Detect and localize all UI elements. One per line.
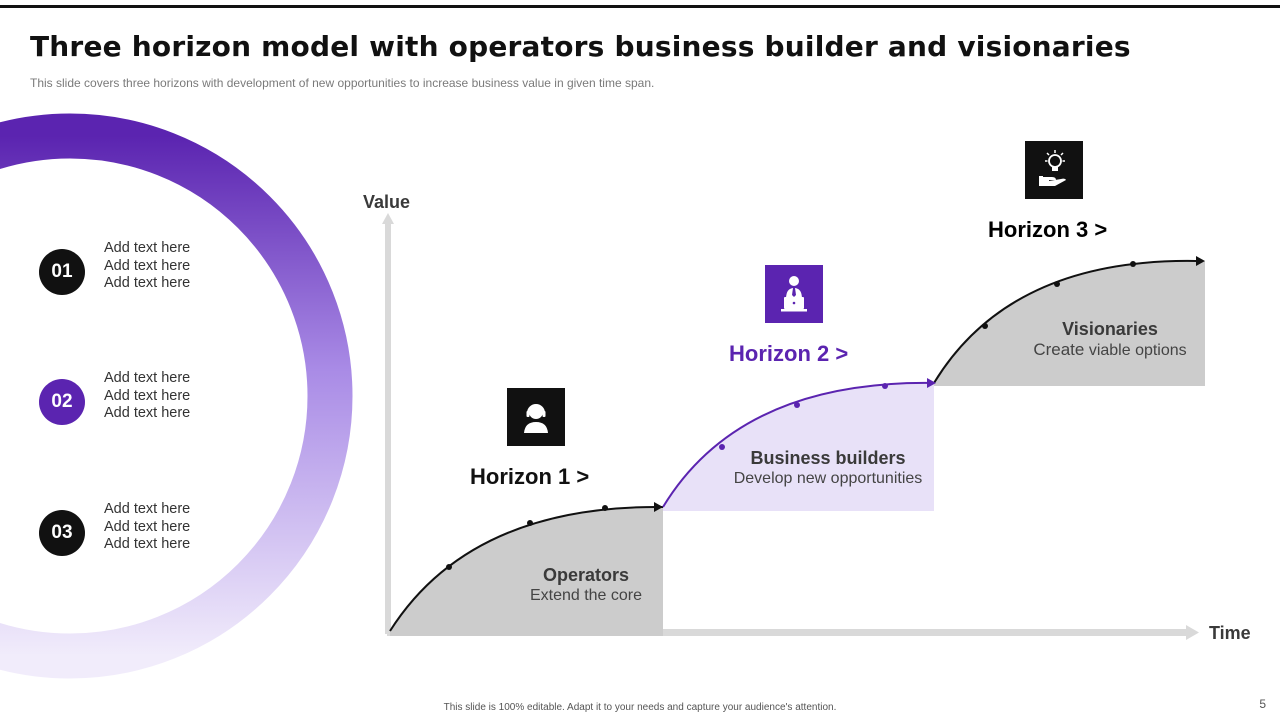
curve-dot [982, 323, 988, 329]
decorative-ring [0, 113, 353, 679]
horizon-1-desc: Extend the core [529, 587, 643, 604]
time-axis-label: Time [1209, 623, 1251, 643]
horizon-1-area [390, 506, 663, 636]
horizon-2-text: Business builders Develop new opportunit… [718, 447, 938, 489]
horizon-2-label: Horizon 2 > [729, 341, 849, 366]
curve-dot [527, 520, 533, 526]
horizon-1-text: Operators Extend the core [506, 564, 666, 606]
item-text-line: Add text here [104, 405, 191, 421]
slide-subtitle: This slide covers three horizons with de… [30, 76, 655, 90]
curve-dot [446, 564, 452, 570]
top-rule [0, 5, 1280, 8]
horizon-3-desc-lead: Create [1033, 340, 1085, 359]
horizon-3-text: Visionaries Create viable options [1020, 318, 1200, 361]
list-item-01: 01 Add text here Add text here Add text … [39, 240, 339, 300]
curve-dot [1130, 261, 1136, 267]
item-text-line: Add text here [104, 240, 191, 256]
horizon-3-icon-box [1025, 141, 1083, 199]
slide-footer: This slide is 100% editable. Adapt it to… [443, 702, 837, 713]
number-badge: 01 [39, 249, 85, 295]
horizon-3-name: Visionaries [1062, 319, 1158, 339]
horizon-1-arrowhead [654, 502, 663, 512]
businessman-laptop-icon [781, 276, 807, 312]
horizon-1-icon-box [507, 388, 565, 446]
curve-dot [602, 505, 608, 511]
item-text-line: Add text here [104, 257, 191, 274]
lightbulb-hand-icon [1039, 150, 1066, 186]
value-axis-label: Value [363, 192, 411, 212]
slide-title: Three horizon model with operators busin… [30, 30, 1131, 63]
horizon-3-label: Horizon 3 > [988, 217, 1108, 242]
horizon-2-desc: Develop new opportunities [733, 470, 923, 487]
number-badge: 03 [39, 510, 85, 556]
horizon-1-name: Operators [542, 565, 630, 585]
item-text-line: Add text here [104, 518, 191, 535]
time-axis [387, 625, 1199, 640]
horizon-3-arrowhead [1196, 256, 1205, 266]
horizon-3-area [934, 260, 1205, 386]
horizon-3-curve [933, 259, 1197, 384]
number-badge: 02 [39, 379, 85, 425]
curve-dot [1054, 281, 1060, 287]
horizon-2-name: Business builders [750, 448, 906, 468]
page-number: 5 [1259, 697, 1266, 711]
operator-headset-icon [524, 404, 548, 433]
horizon-2-area [663, 382, 934, 511]
horizon-2-arrowhead [927, 378, 936, 388]
item-text-line: Add text here [104, 370, 191, 386]
horizon-1-label: Horizon 1 > [470, 464, 590, 489]
horizon-2-icon-box [765, 265, 823, 323]
horizon-1-curve [389, 505, 664, 632]
curve-dot [794, 402, 800, 408]
item-text-line: Add text here [104, 501, 191, 517]
horizon-3-desc-rest: viable options [1088, 342, 1187, 359]
horizon-3-desc: Create viable options [1020, 340, 1200, 361]
list-item-03: 03 Add text here Add text here Add text … [39, 501, 339, 561]
item-text-line: Add text here [104, 275, 191, 291]
item-text-line: Add text here [104, 536, 191, 552]
curve-dot [882, 383, 888, 389]
item-text-line: Add text here [104, 387, 191, 404]
curve-dot [719, 444, 725, 450]
list-item-02: 02 Add text here Add text here Add text … [39, 370, 339, 430]
value-axis [382, 213, 394, 634]
